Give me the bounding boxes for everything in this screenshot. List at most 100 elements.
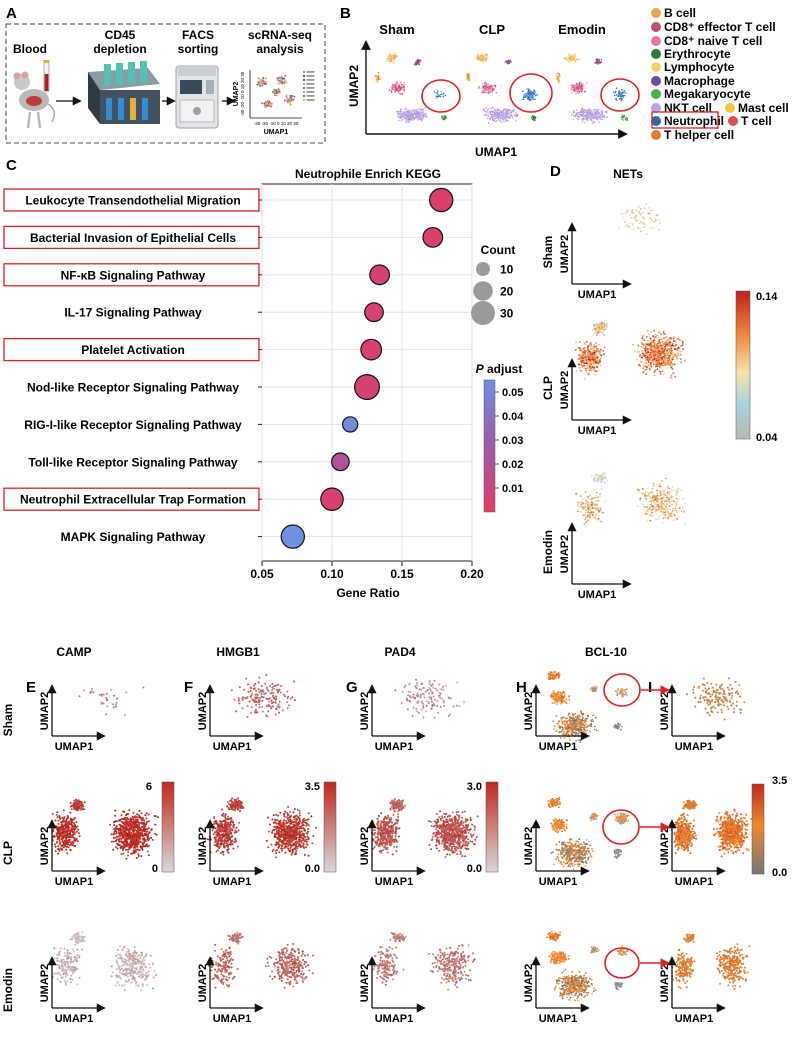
cell-dot [568, 111, 571, 113]
nets-colorbar [735, 290, 751, 440]
padj-colorbar [483, 379, 496, 513]
cell-dot [74, 837, 77, 840]
cell-dot [55, 813, 58, 816]
cell-dot [72, 827, 75, 830]
cell-dot [649, 337, 652, 340]
cell-dot [530, 116, 533, 119]
cell-dot [407, 115, 409, 118]
padj-legend-title: P adjust [476, 362, 523, 376]
cell-dot [591, 366, 594, 369]
cell-dot [511, 110, 513, 112]
cell-dot [132, 822, 135, 825]
cell-dot [128, 837, 130, 840]
cell-dot [407, 114, 410, 117]
cell-dot [482, 85, 485, 87]
cell-dot [651, 509, 654, 512]
cell-dot [279, 82, 281, 85]
cell-dot [467, 75, 470, 78]
cell-dot [388, 60, 391, 63]
cell-dot [650, 500, 653, 502]
cell-dot [659, 505, 661, 508]
cell-dot [597, 112, 600, 115]
cell-dot [506, 117, 508, 119]
cell-dot [129, 822, 132, 825]
cell-dot [132, 811, 135, 814]
cell-dot [73, 817, 76, 819]
cell-dot [665, 367, 668, 369]
cell-dot [61, 832, 64, 835]
cell-dot [444, 94, 447, 97]
cell-dot [147, 839, 150, 842]
nets-cells-top [591, 321, 609, 336]
legend-label: Macrophage [664, 74, 735, 88]
cell-dot [421, 109, 424, 111]
cell-dot [656, 368, 659, 371]
cell-dot [440, 90, 442, 93]
cell-dot [437, 94, 440, 96]
cell-dot [115, 830, 118, 833]
cell-dot [585, 340, 588, 343]
cell-dot [527, 96, 529, 99]
thumb-yticks: -30 -20 -10 0 10 20 30 [240, 71, 245, 116]
cell-dot [592, 121, 595, 123]
cell-dot [138, 849, 141, 851]
cell-dot [599, 118, 601, 120]
cell-dot [588, 506, 591, 509]
cell-dot [667, 348, 669, 351]
cell-dot [137, 842, 140, 845]
cell-dot [601, 118, 603, 121]
cell-dot [403, 115, 406, 117]
cell-dot [595, 514, 598, 516]
cluster-neutrophil [521, 88, 539, 101]
cell-dot [663, 504, 666, 506]
cell-dot [664, 364, 667, 366]
cell-dot [138, 810, 141, 812]
term-label: Toll-like Receptor Signaling Pathway [28, 455, 237, 469]
cell-dot [662, 340, 664, 343]
cell-dot [399, 116, 402, 118]
cell-dot [483, 55, 485, 57]
cell-dot [661, 501, 664, 504]
cell-dot [122, 827, 125, 830]
cell-dot [586, 111, 589, 113]
cell-dot [114, 846, 117, 848]
cell-dot [656, 506, 659, 509]
cell-dot [653, 358, 656, 360]
cell-dot [650, 227, 652, 229]
cell-dot [676, 490, 679, 493]
cell-dot [586, 516, 588, 519]
cell-dot [285, 94, 288, 96]
cell-dot [627, 226, 630, 228]
thumb-legend-label [306, 83, 315, 85]
cell-dot [670, 345, 672, 348]
cluster-neutrophil [612, 87, 627, 102]
condition-clp: CLP [479, 22, 505, 37]
cell-dot [492, 113, 494, 116]
cell-dot [278, 79, 280, 82]
cell-dot [580, 511, 583, 513]
cell-dot [487, 112, 489, 115]
cell-dot [597, 477, 600, 479]
cell-dot [277, 78, 279, 80]
cell-dot [263, 102, 266, 105]
kegg-point [354, 374, 381, 401]
cell-dot [488, 89, 491, 92]
cell-dot [486, 109, 489, 112]
legend-swatch [651, 89, 661, 99]
cell-dot [584, 368, 587, 371]
cell-dot [601, 471, 604, 474]
cell-dot [418, 63, 421, 66]
cell-dot [669, 337, 672, 339]
thumb-xlabel: UMAP1 [264, 129, 289, 136]
cell-dot [593, 351, 596, 354]
condition-sham: Sham [379, 22, 414, 37]
cell-dot [600, 496, 602, 498]
cell-dot [535, 94, 537, 97]
cell-dot [583, 341, 586, 344]
cell-dot [678, 350, 680, 352]
cell-dot [666, 339, 669, 341]
cell-dot [670, 376, 672, 379]
cell-dot [646, 510, 649, 512]
cell-dot [487, 115, 490, 117]
